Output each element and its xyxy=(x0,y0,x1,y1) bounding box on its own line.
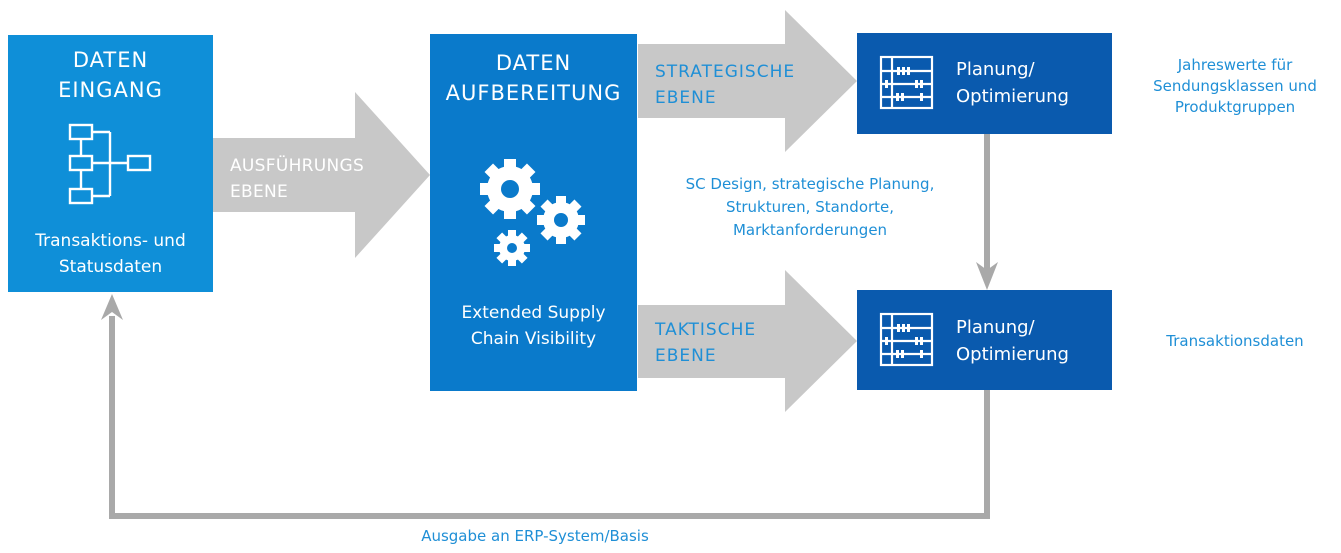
note-top-right-line1: Jahreswerte für xyxy=(1177,56,1293,74)
taktische-label-line2: EBENE xyxy=(655,346,717,366)
arrowhead-feedback-up xyxy=(101,294,123,320)
aufbereitung-sub-line2: Chain Visibility xyxy=(470,329,597,349)
note-center-line1: SC Design, strategische Planung, xyxy=(685,175,935,193)
note-mid-right: Transaktionsdaten xyxy=(1166,332,1304,350)
note-bottom: Ausgabe an ERP-System/Basis xyxy=(421,527,649,545)
abacus-icon xyxy=(879,312,934,367)
plan-top-line1: Planung/ xyxy=(956,59,1035,80)
note-top-right-line3: Produktgruppen xyxy=(1174,98,1296,116)
arrow-ausfuehrungs-ebene xyxy=(212,92,430,258)
note-center-line3: Marktanforderungen xyxy=(732,221,888,239)
feedback-loop-line xyxy=(109,316,990,519)
box-planung-bottom: Planung/ Optimierung xyxy=(857,290,1112,390)
box-daten-eingang: DATEN EINGANG Transaktions- und Statusda… xyxy=(8,35,213,292)
plan-bottom-line2: Optimierung xyxy=(956,344,1069,365)
eingang-title-line2: EINGANG xyxy=(58,78,163,102)
aufbereitung-title-line1: DATEN xyxy=(495,51,572,75)
abacus-icon xyxy=(879,55,934,110)
ausfuehrungs-label-line2: EBENE xyxy=(230,182,289,202)
strategische-label-line1: STRATEGISCHE xyxy=(655,62,796,82)
taktische-label-line1: TAKTISCHE xyxy=(655,320,757,340)
box-daten-aufbereitung: DATEN AUFBEREITUNG xyxy=(430,34,637,391)
gears-icon xyxy=(475,152,595,272)
ausfuehrungs-label-line1: AUSFÜHRUNGS xyxy=(230,156,365,176)
arrowhead-plan-down xyxy=(976,262,998,290)
strategische-label-line2: EBENE xyxy=(655,88,717,108)
hierarchy-icon xyxy=(68,123,158,213)
eingang-sub-line2: Statusdaten xyxy=(58,257,163,277)
eingang-sub-line1: Transaktions- und xyxy=(35,231,186,251)
aufbereitung-title-line2: AUFBEREITUNG xyxy=(445,81,622,105)
note-center-line2: Strukturen, Standorte, xyxy=(725,198,895,216)
eingang-title-line1: DATEN xyxy=(72,48,149,72)
arrow-taktische-ebene xyxy=(638,270,857,412)
plan-top-line2: Optimierung xyxy=(956,86,1069,107)
plan-bottom-line1: Planung/ xyxy=(956,317,1035,338)
aufbereitung-sub-line1: Extended Supply xyxy=(461,303,606,323)
box-planung-top: Planung/ Optimierung xyxy=(857,33,1112,134)
note-top-right-line2: Sendungsklassen und xyxy=(1153,77,1317,95)
arrow-strategische-ebene xyxy=(638,10,857,152)
